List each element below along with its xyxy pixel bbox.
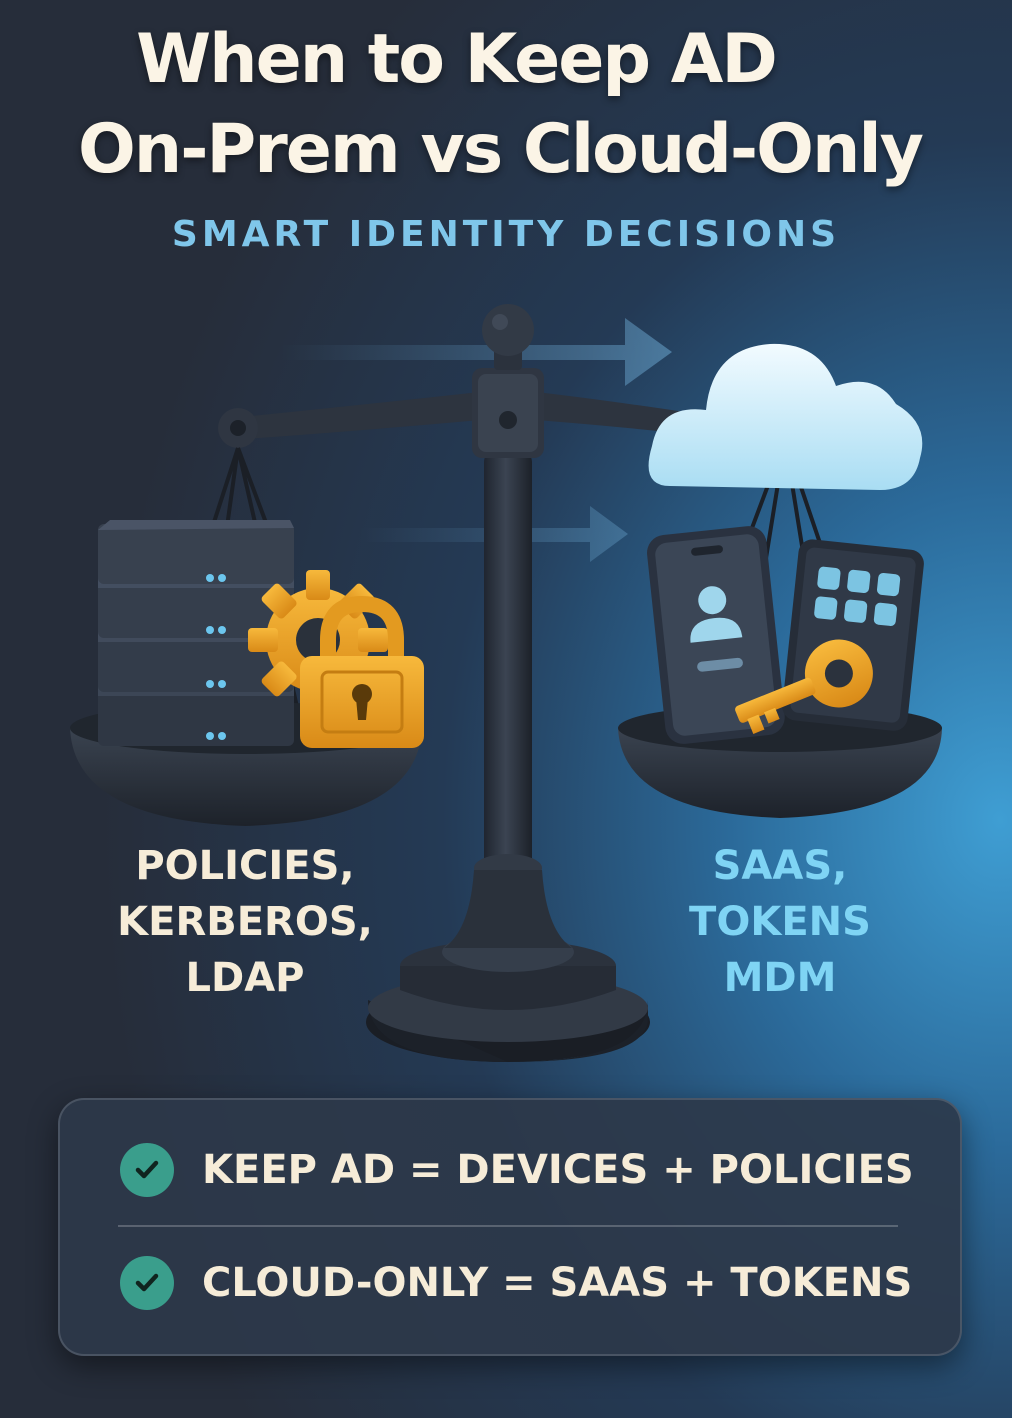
title-line-2: On-Prem vs Cloud-Only	[77, 110, 924, 189]
summary-card: KEEP AD = DEVICES + POLICIES CLOUD-ONLY …	[58, 1098, 962, 1356]
summary-row: KEEP AD = DEVICES + POLICIES	[120, 1135, 914, 1205]
title-line-1: When to Keep AD	[136, 20, 778, 99]
cloud-icon	[648, 343, 923, 490]
padlock-icon	[300, 595, 424, 748]
server-stack-icon	[98, 520, 294, 746]
check-icon	[120, 1256, 174, 1310]
left-pan-label: POLICIES, KERBEROS, LDAP	[90, 838, 400, 1006]
summary-row: CLOUD-ONLY = SAAS + TOKENS	[120, 1248, 912, 1318]
summary-text: KEEP AD = DEVICES + POLICIES	[202, 1147, 914, 1193]
subtitle: SMART IDENTITY DECISIONS	[171, 214, 841, 255]
right-pan-label: SAAS, TOKENS MDM	[630, 838, 930, 1006]
check-icon	[120, 1143, 174, 1197]
divider	[118, 1225, 898, 1227]
smartphone-icon	[647, 526, 785, 744]
left-label-line: KERBEROS,	[117, 899, 373, 945]
key-icon	[735, 639, 873, 734]
right-label-line: TOKENS	[689, 899, 871, 945]
left-label-line: LDAP	[185, 955, 305, 1001]
summary-text: CLOUD-ONLY = SAAS + TOKENS	[202, 1260, 913, 1306]
right-label-line: SAAS,	[712, 843, 848, 889]
left-label-line: POLICIES,	[135, 843, 355, 889]
right-label-line: MDM	[723, 955, 837, 1001]
